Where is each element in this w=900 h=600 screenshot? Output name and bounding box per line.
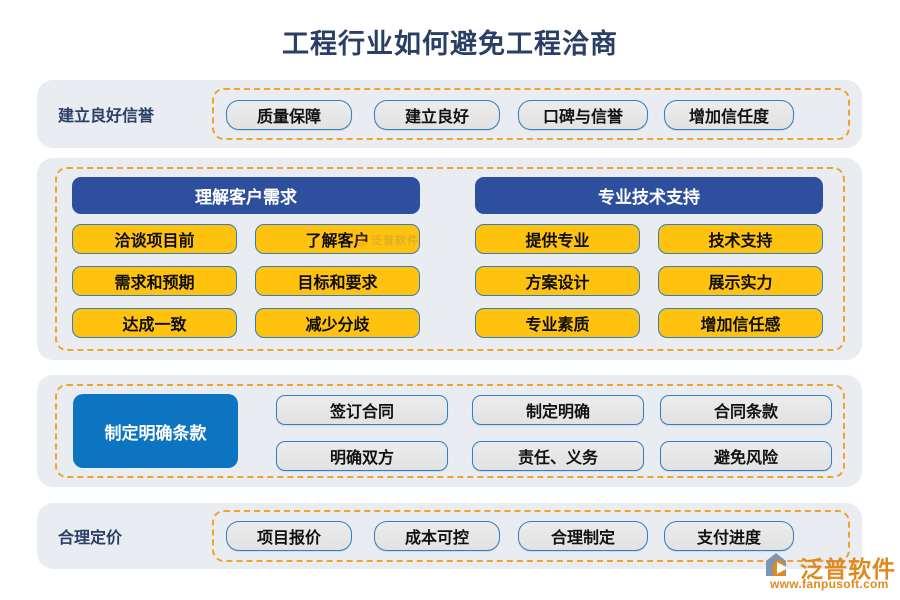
pill-reasonable-setting[interactable]: 合理制定 <box>518 521 648 551</box>
brand-logo-url: www.fanpusoft.com <box>770 577 889 591</box>
chip-professional-quality[interactable]: 专业素质 <box>475 308 640 338</box>
chip-needs-expectation[interactable]: 需求和预期 <box>72 266 237 296</box>
pill-specify-clear[interactable]: 制定明确 <box>472 395 644 425</box>
group-header-clear-terms: 制定明确条款 <box>73 394 238 468</box>
pill-establish-good[interactable]: 建立良好 <box>374 100 500 130</box>
chip-show-strength[interactable]: 展示实力 <box>658 266 823 296</box>
pill-avoid-risk[interactable]: 避免风险 <box>660 441 832 471</box>
chip-before-negotiation[interactable]: 洽谈项目前 <box>72 224 237 254</box>
pill-payment-progress[interactable]: 支付进度 <box>664 521 794 551</box>
section-2-dashed-region <box>55 167 845 351</box>
section-4-dashed-region <box>212 510 850 562</box>
section-1-label: 建立良好信誉 <box>58 108 155 125</box>
pill-reputation-credit[interactable]: 口碑与信誉 <box>518 100 648 130</box>
pill-contract-terms[interactable]: 合同条款 <box>660 395 832 425</box>
chip-technical-support[interactable]: 技术支持 <box>658 224 823 254</box>
chip-know-customer[interactable]: 了解客户 <box>255 224 420 254</box>
pill-increase-trust[interactable]: 增加信任度 <box>664 100 794 130</box>
pill-cost-controllable[interactable]: 成本可控 <box>374 521 500 551</box>
section-3-dashed-region <box>55 384 845 478</box>
section-4-label: 合理定价 <box>58 530 123 547</box>
section-1-dashed-region <box>212 88 850 140</box>
pill-sign-contract[interactable]: 签订合同 <box>276 395 448 425</box>
chip-increase-trust-feel[interactable]: 增加信任感 <box>658 308 823 338</box>
page-title: 工程行业如何避免工程洽商 <box>282 29 618 59</box>
chip-reach-consensus[interactable]: 达成一致 <box>72 308 237 338</box>
chip-provide-professional[interactable]: 提供专业 <box>475 224 640 254</box>
chip-reduce-divergence[interactable]: 减少分歧 <box>255 308 420 338</box>
pill-quality-assurance[interactable]: 质量保障 <box>226 100 352 130</box>
group-header-understand-customer: 理解客户需求 <box>72 177 420 214</box>
group-header-technical-support: 专业技术支持 <box>475 177 823 214</box>
pill-project-quotation[interactable]: 项目报价 <box>226 521 352 551</box>
pill-duty-obligation[interactable]: 责任、义务 <box>472 441 644 471</box>
chip-goals-requirements[interactable]: 目标和要求 <box>255 266 420 296</box>
pill-clarify-both-parties[interactable]: 明确双方 <box>276 441 448 471</box>
chip-solution-design[interactable]: 方案设计 <box>475 266 640 296</box>
